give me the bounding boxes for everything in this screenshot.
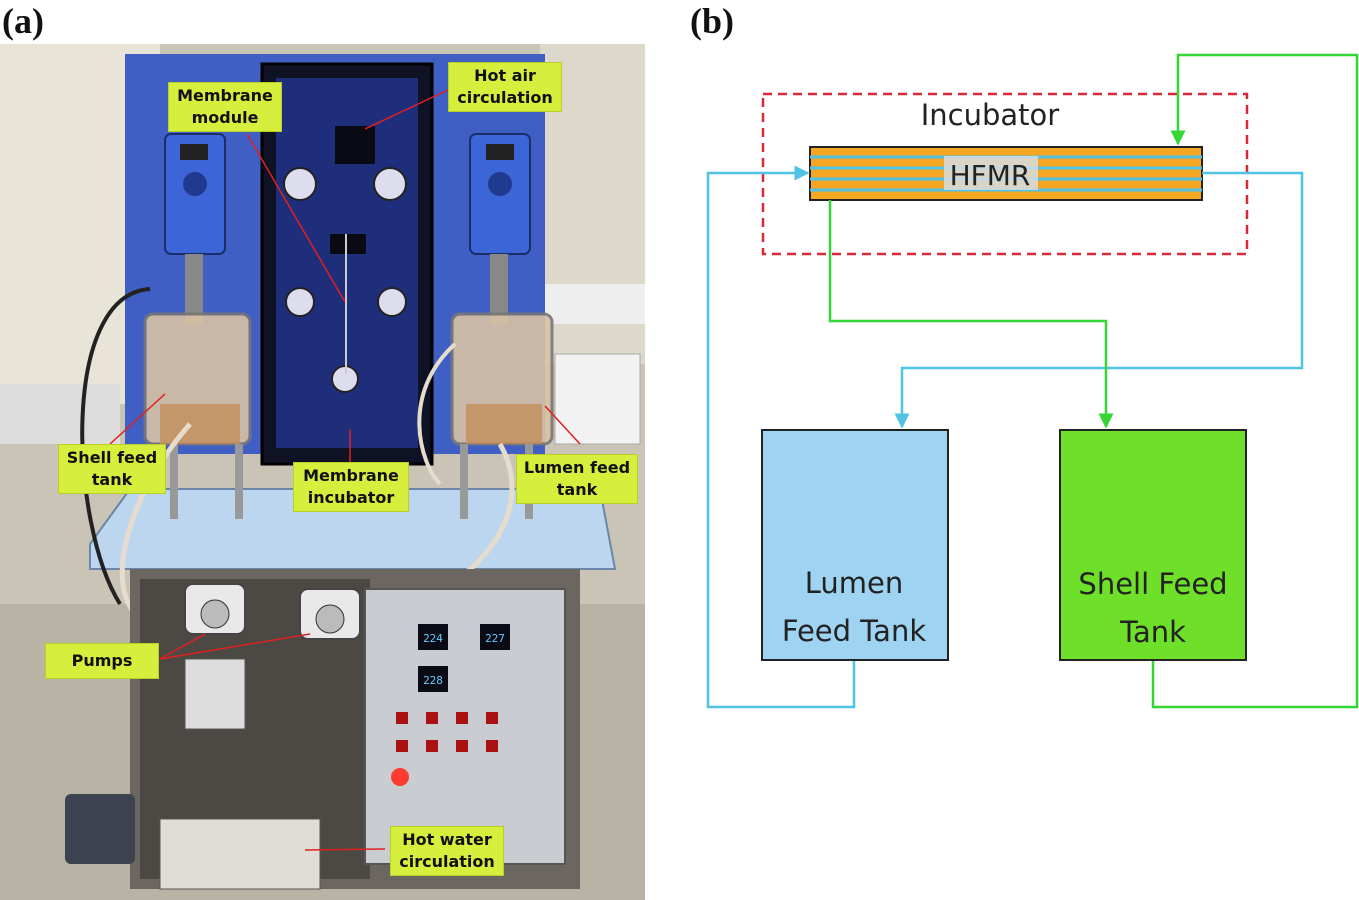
flow-diagram: Incubator HFMR Lumen Feed Tank Shell Fee…: [706, 53, 1359, 709]
callout-hot-air-circulation: Hot air circulation: [448, 62, 562, 112]
panel-a-label: (a): [2, 1, 44, 41]
controller-display: 227: [485, 632, 505, 645]
callout-pumps: Pumps: [45, 643, 159, 679]
lumen-feed-tank: Lumen Feed Tank: [761, 429, 949, 661]
callout-hot-water-circulation: Hot water circulation: [390, 826, 504, 876]
callout-membrane-module: Membrane module: [168, 82, 282, 132]
shell-tank-label-line2: Tank: [1119, 615, 1186, 649]
callout-shell-feed-tank: Shell feed tank: [58, 444, 166, 494]
gauge: [283, 167, 317, 201]
lumen-return-line: [706, 165, 856, 709]
incubator-label: Incubator: [921, 98, 1060, 132]
controller-display: 224: [423, 632, 443, 645]
shell-tank-label-line1: Shell Feed: [1078, 567, 1227, 601]
lumen-tank-label-line2: Feed Tank: [782, 614, 926, 648]
shell-outlet-line: [828, 200, 1114, 429]
gauge: [285, 287, 315, 317]
gauge: [373, 167, 407, 201]
callout-lumen-feed-tank: Lumen feed tank: [516, 454, 638, 504]
controller-display: 228: [423, 674, 443, 687]
lumen-tank-label-line1: Lumen: [805, 566, 904, 600]
shell-return-line: [1151, 53, 1359, 709]
lumen-outlet-line: [894, 171, 1304, 429]
hfmr-module: HFMR: [809, 146, 1203, 201]
hfmr-label: HFMR: [950, 159, 1031, 192]
shell-feed-tank: Shell Feed Tank: [1059, 429, 1247, 661]
callout-membrane-incubator: Membrane incubator: [293, 462, 409, 512]
gauge: [377, 287, 407, 317]
panel-b-label: (b): [690, 1, 734, 41]
